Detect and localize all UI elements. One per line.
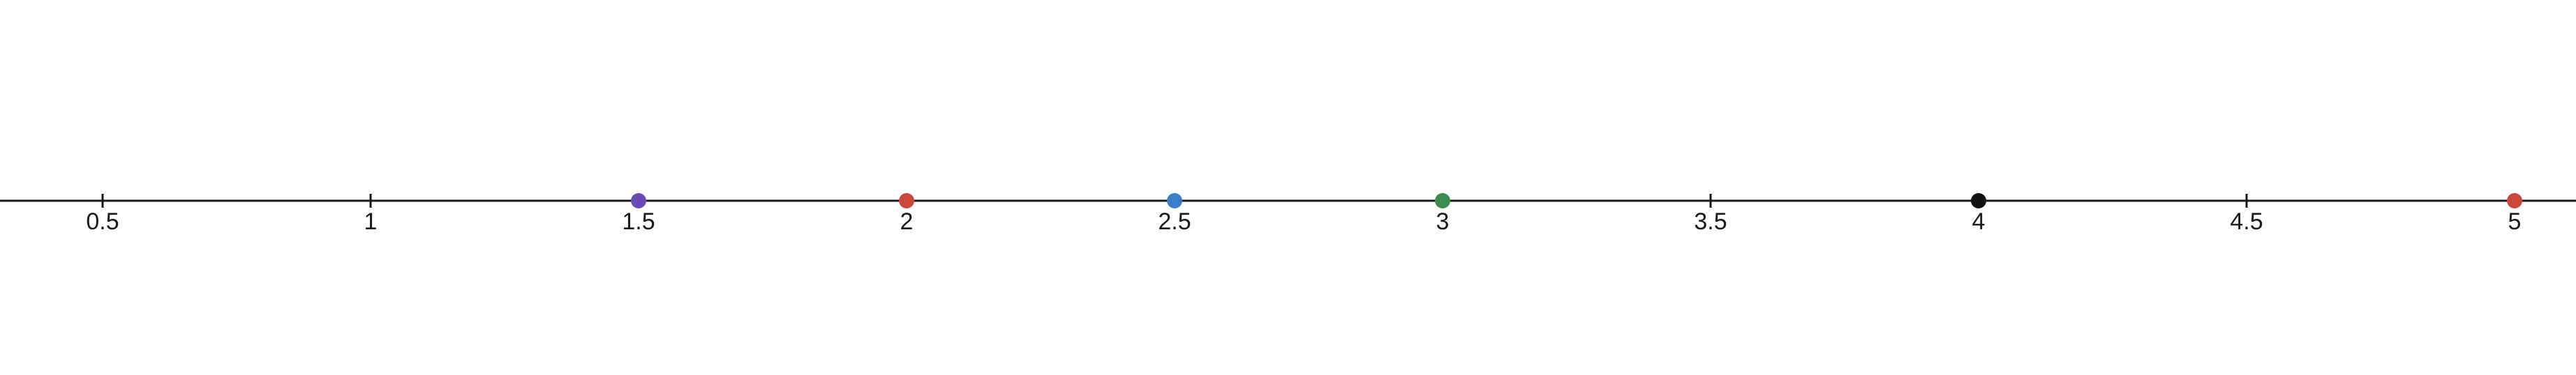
tick-label: 4.5 xyxy=(2230,208,2263,235)
tick-label: 2 xyxy=(900,208,914,235)
number-line-point xyxy=(1971,193,1986,208)
number-line-point xyxy=(2507,193,2522,208)
number-line-point xyxy=(899,193,914,208)
tick-label: 5 xyxy=(2508,208,2522,235)
tick-label: 4 xyxy=(1972,208,1986,235)
number-line-point xyxy=(1435,193,1450,208)
tick-label: 2.5 xyxy=(1158,208,1191,235)
tick-label: 1.5 xyxy=(622,208,655,235)
number-line-point xyxy=(631,193,646,208)
tick-label: 0.5 xyxy=(86,208,119,235)
number-line-point xyxy=(1167,193,1182,208)
tick-label: 3.5 xyxy=(1694,208,1727,235)
point-group xyxy=(631,193,2522,208)
tick-label: 3 xyxy=(1436,208,1450,235)
tick-label: 1 xyxy=(364,208,378,235)
